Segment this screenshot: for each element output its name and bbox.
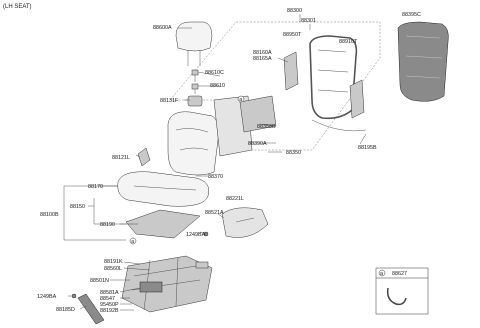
label-88501N: 88501N [90,278,109,284]
diagram-title: (LH SEAT) [3,4,32,10]
label-88150: 88150 [70,204,85,210]
label-88350: 88350 [286,150,301,156]
cushion-pan[interactable] [125,209,201,239]
group-bracket [63,186,126,241]
label-88358B: 88358B [257,124,276,130]
label-88160A: 88160A [253,50,272,56]
label-88121L: 88121L [112,155,130,161]
label-95450P: 95450P [100,302,119,308]
label-88910T: 88910T [339,39,358,45]
label-88190: 88190 [100,222,115,228]
track-rail[interactable] [77,293,105,325]
headrest[interactable] [175,21,213,66]
label-88170: 88170 [88,184,103,190]
backrest-frame[interactable] [309,35,358,120]
label-88560L: 88560L [104,266,122,272]
backrest-bracket[interactable] [187,95,203,107]
label-1249BA-top: 1249BA [186,232,206,238]
label-88300: 88300 [287,8,302,14]
motor-unit[interactable] [195,261,209,269]
backrest-cover[interactable] [397,21,449,102]
label-88195B: 88195B [358,145,377,151]
leader-lines [68,27,367,311]
headrest-guide[interactable] [191,69,199,94]
side-cover-bracket[interactable] [137,147,151,167]
label-88191K: 88191K [104,259,123,265]
bolt[interactable] [71,293,77,299]
label-88185D: 88185D [56,307,75,313]
label-88581A: 88581A [100,290,119,296]
legend-box: a 88627 [375,267,429,315]
label-88100B: 88100B [40,212,59,218]
backrest-cushion[interactable] [167,111,219,176]
label-88165A: 88165A [253,56,272,62]
label-88221L: 88221L [226,196,244,202]
label-88370: 88370 [208,174,223,180]
label-88610: 88610 [210,83,225,89]
label-88600A: 88600A [153,25,172,31]
side-module[interactable] [283,51,299,91]
seat-cushion[interactable] [117,171,209,207]
label-88131F: 88131F [160,98,179,104]
legend-marker: a [380,271,383,277]
label-88192B: 88192B [100,308,119,314]
callout-a-bottom: a [131,239,134,245]
label-1249BA-bottom: 1249BA [37,294,57,300]
side-module-right[interactable] [349,79,365,119]
clip-icon [386,287,407,306]
label-88301: 88301 [301,18,316,24]
legend-part-number: 88627 [392,271,407,277]
cable[interactable] [311,119,367,132]
label-88390A: 88390A [248,141,267,147]
side-shield[interactable] [221,207,269,238]
callout-a-top: a [239,97,242,103]
label-88950T: 88950T [283,32,302,38]
label-88610C: 88610C [205,70,224,76]
label-88521A: 88521A [205,210,224,216]
label-88547: 88547 [100,296,115,302]
label-88395C: 88395C [402,12,421,18]
